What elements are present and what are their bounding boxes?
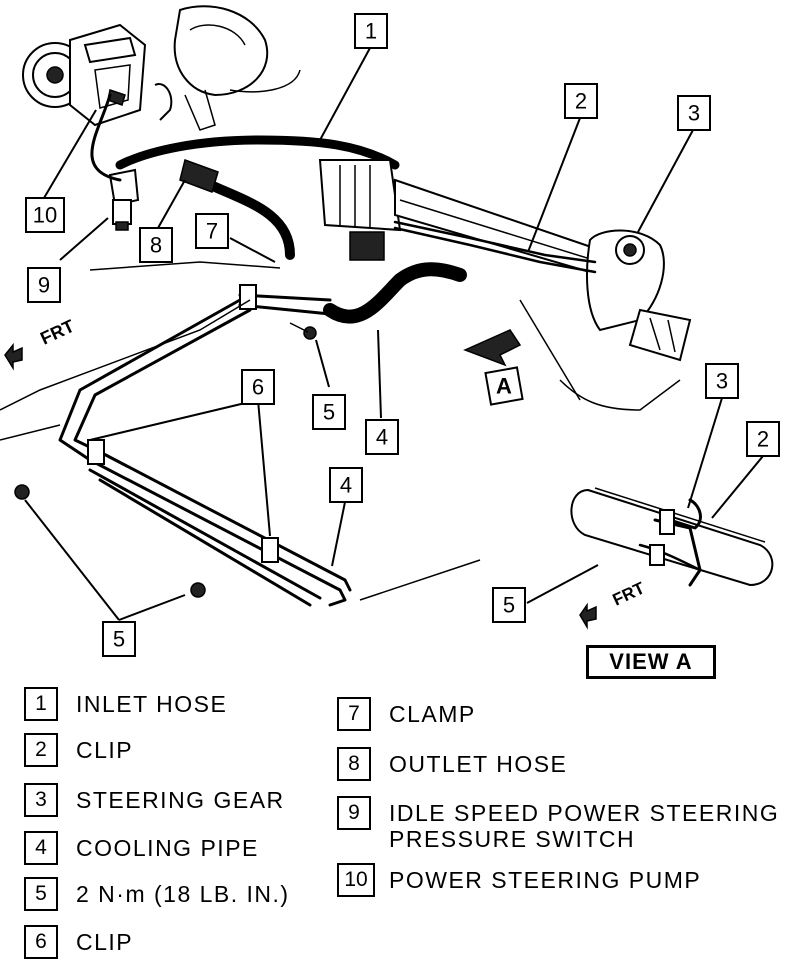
legend-label: 2 N·m (18 LB. IN.)	[76, 881, 290, 907]
clamp-shape	[179, 159, 219, 193]
legend-number: 7	[337, 697, 371, 731]
frt-label-view: FRT	[610, 578, 649, 609]
callout-1: 1	[354, 13, 388, 49]
legend-number: 9	[337, 796, 371, 830]
legend-item: 7 CLAMP	[337, 696, 476, 732]
svg-text:3: 3	[716, 369, 728, 394]
callout-3: 3	[677, 95, 711, 131]
legend-item: 2 CLIP	[24, 732, 133, 768]
callout-2-view: 2	[746, 421, 780, 457]
legend-label: OUTLET HOSE	[389, 751, 568, 777]
inlet-hose-illustration	[115, 135, 400, 170]
view-a-label: VIEW A	[586, 645, 716, 679]
callout-2: 2	[564, 83, 598, 119]
svg-text:1: 1	[365, 19, 377, 44]
svg-text:5: 5	[323, 400, 335, 425]
legend-item: 3 STEERING GEAR	[24, 782, 285, 818]
legend-item: 1 INLET HOSE	[24, 686, 227, 722]
callout-10: 10	[25, 197, 65, 233]
legend-number: 5	[24, 877, 58, 911]
svg-text:4: 4	[340, 473, 352, 498]
frt-label-main: FRT	[37, 316, 77, 349]
callout-5-view: 5	[492, 587, 526, 623]
svg-text:4: 4	[376, 425, 388, 450]
callout-6: 6	[241, 369, 275, 405]
legend-number: 2	[24, 733, 58, 767]
callout-8: 8	[139, 227, 173, 263]
legend-item: 10 POWER STEERING PUMP	[337, 862, 701, 898]
legend-number: 4	[24, 831, 58, 865]
callout-5-upper: 5	[312, 394, 346, 430]
legend-number: 6	[24, 925, 58, 959]
callout-7: 7	[195, 213, 229, 249]
legend-label: STEERING GEAR	[76, 787, 285, 813]
svg-text:10: 10	[33, 203, 57, 228]
svg-text:8: 8	[150, 233, 162, 258]
svg-text:7: 7	[206, 219, 218, 244]
legend-item: 6 CLIP	[24, 924, 133, 960]
legend-item: 4 COOLING PIPE	[24, 830, 259, 866]
legend-item: 5 2 N·m (18 LB. IN.)	[24, 876, 290, 912]
svg-text:3: 3	[688, 101, 700, 126]
callout-3-view: 3	[705, 363, 739, 399]
leader-lines	[24, 47, 764, 621]
callout-9: 9	[27, 267, 61, 303]
power-steering-pump-illustration	[22, 5, 301, 131]
svg-text:6: 6	[252, 375, 264, 400]
legend-item: 9 IDLE SPEED POWER STEERING PRESSURE SWI…	[337, 796, 799, 852]
callout-4-lower: 4	[329, 467, 363, 503]
cooling-pipe-illustration	[58, 262, 467, 607]
svg-text:5: 5	[503, 593, 515, 618]
bolts	[14, 322, 317, 598]
legend-number: 8	[337, 747, 371, 781]
steering-gear-illustration	[318, 159, 692, 362]
front-direction-arrow: FRT	[4, 316, 77, 371]
callout-5-lower: 5	[102, 621, 136, 657]
legend-number: 1	[24, 687, 58, 721]
svg-text:2: 2	[575, 89, 587, 114]
view-a-tag: A	[496, 374, 512, 399]
view-arrow	[463, 329, 522, 367]
legend-label: CLIP	[76, 929, 134, 955]
legend-number: 10	[337, 863, 375, 897]
callout-4-upper: 4	[365, 419, 399, 455]
legend-label: IDLE SPEED POWER STEERING PRESSURE SWITC…	[389, 800, 780, 852]
legend-label: POWER STEERING PUMP	[389, 867, 702, 893]
svg-text:9: 9	[38, 273, 50, 298]
svg-text:2: 2	[757, 427, 769, 452]
legend-label: INLET HOSE	[76, 691, 228, 717]
legend-label: CLAMP	[389, 701, 476, 727]
legend-label: COOLING PIPE	[76, 835, 259, 861]
legend-number: 3	[24, 783, 58, 817]
legend-item: 8 OUTLET HOSE	[337, 746, 567, 782]
svg-text:5: 5	[113, 627, 125, 652]
legend-label: CLIP	[76, 737, 134, 763]
view-a-inset: FRT	[570, 487, 774, 630]
